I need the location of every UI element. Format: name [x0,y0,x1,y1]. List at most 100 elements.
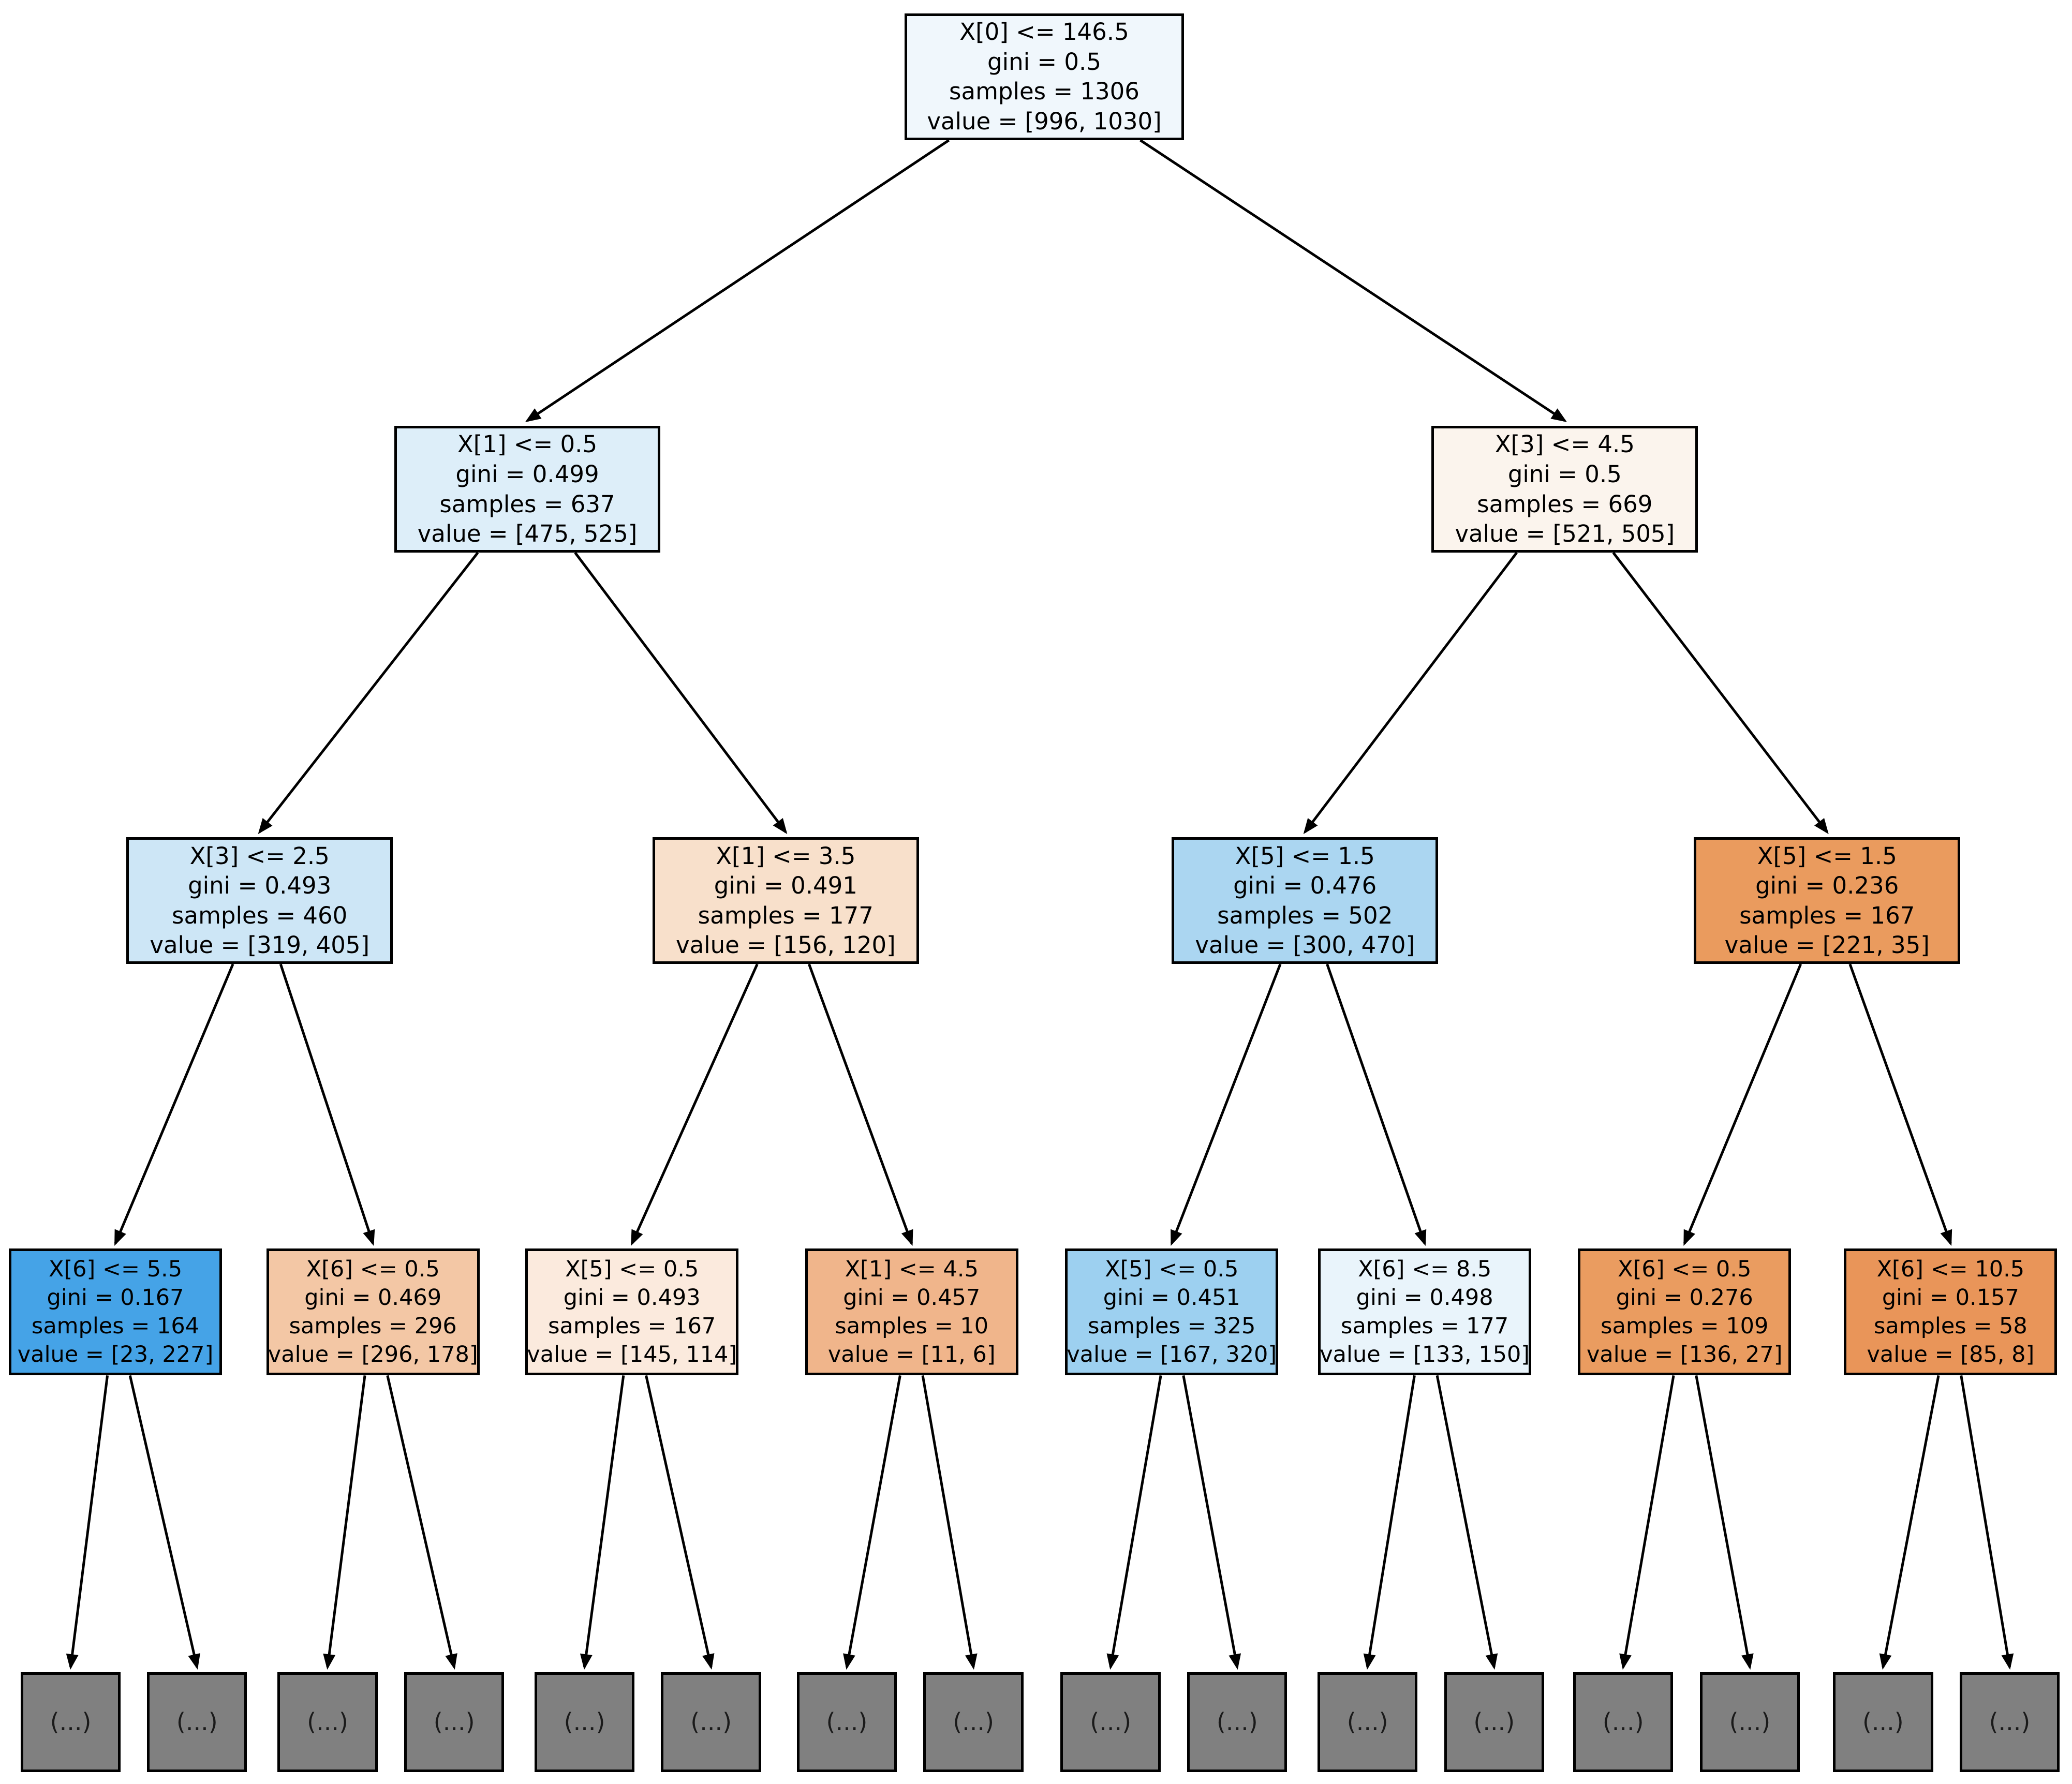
split-condition: X[5] <= 1.5 [1235,842,1375,870]
tree-edge-arrow [630,963,759,1246]
tree-edge-arrow [525,139,950,422]
class-values: value = [133, 150] [1320,1341,1530,1367]
leaf-ellipsis-label: (...) [1090,1708,1132,1736]
tree-edge-arrow [1182,1375,1241,1670]
tree-edge-arrow [1619,1375,1675,1670]
split-condition: X[6] <= 0.5 [1618,1256,1752,1282]
tree-edge-arrow [258,552,479,835]
gini-value: gini = 0.276 [1616,1284,1753,1311]
tree-edge-arrow [1960,1375,2014,1670]
gini-value: gini = 0.476 [1233,872,1377,900]
leaf-placeholder-10: (...) [1317,1672,1418,1773]
split-condition: X[3] <= 2.5 [189,842,330,870]
gini-value: gini = 0.451 [1103,1284,1240,1311]
gini-value: gini = 0.5 [987,48,1101,76]
leaf-ellipsis-label: (...) [690,1708,732,1736]
class-values: value = [319, 405] [150,931,370,959]
tree-edge-arrow [1879,1375,1940,1670]
split-condition: X[3] <= 4.5 [1494,430,1635,458]
samples-count: samples = 167 [1739,901,1915,929]
tree-edge-arrow [66,1375,109,1670]
samples-count: samples = 325 [1088,1313,1256,1339]
split-condition: X[5] <= 0.5 [565,1256,699,1282]
samples-count: samples = 177 [698,901,874,929]
tree-edge-arrow [580,1375,625,1670]
leaf-ellipsis-label: (...) [1473,1708,1515,1736]
class-values: value = [156, 120] [675,931,896,959]
tree-edge-arrow [1106,1375,1162,1670]
gini-value: gini = 0.5 [1507,460,1622,488]
tree-edge-arrow [574,552,788,835]
gini-value: gini = 0.491 [714,872,857,900]
class-values: value = [475, 525] [417,520,638,548]
tree-edge-arrow [1303,552,1518,835]
class-values: value = [996, 1030] [927,108,1162,136]
leaf-placeholder-14: (...) [1833,1672,1933,1773]
tree-edge-arrow [808,963,913,1246]
class-values: value = [300, 470] [1195,931,1415,959]
samples-count: samples = 669 [1477,490,1653,518]
leaf-placeholder-3: (...) [404,1672,505,1773]
leaf-placeholder-9: (...) [1187,1672,1287,1773]
leaf-ellipsis-label: (...) [307,1708,348,1736]
tree-edge-arrow [1683,963,1802,1246]
split-condition: X[6] <= 8.5 [1358,1256,1492,1282]
gini-value: gini = 0.493 [188,872,332,900]
tree-edge-arrow [114,963,234,1246]
gini-value: gini = 0.236 [1755,872,1899,900]
leaf-placeholder-2: (...) [277,1672,378,1773]
tree-edge-arrow [1170,963,1282,1246]
tree-edge-arrow [1363,1375,1416,1670]
split-condition: X[6] <= 10.5 [1876,1256,2025,1282]
leaf-ellipsis-label: (...) [1989,1708,2031,1736]
leaf-ellipsis-label: (...) [1862,1708,1904,1736]
tree-edge-arrow [323,1375,366,1670]
leaf-placeholder-11: (...) [1444,1672,1544,1773]
gini-value: gini = 0.498 [1356,1284,1493,1311]
split-condition: X[0] <= 146.5 [959,18,1129,46]
tree-edge-arrow [645,1375,715,1670]
leaf-ellipsis-label: (...) [1216,1708,1258,1736]
leaf-placeholder-13: (...) [1699,1672,1800,1773]
leaf-placeholder-7: (...) [923,1672,1024,1773]
leaf-placeholder-0: (...) [20,1672,121,1773]
leaf-placeholder-4: (...) [534,1672,635,1773]
split-condition: X[1] <= 0.5 [457,430,598,458]
samples-count: samples = 58 [1873,1313,2027,1339]
tree-edge-arrow [1435,1375,1498,1670]
samples-count: samples = 109 [1601,1313,1769,1339]
samples-count: samples = 502 [1217,901,1393,929]
tree-edge-arrow [1612,552,1829,835]
split-condition: X[5] <= 0.5 [1105,1256,1239,1282]
class-values: value = [521, 505] [1455,520,1675,548]
tree-edge-arrow [1326,963,1427,1246]
leaf-ellipsis-label: (...) [564,1708,605,1736]
samples-count: samples = 637 [439,490,615,518]
split-condition: X[1] <= 4.5 [845,1256,979,1282]
samples-count: samples = 1306 [949,78,1139,106]
tree-edge-arrow [1848,963,1952,1246]
class-values: value = [167, 320] [1067,1341,1277,1367]
tree-edge-arrow [1695,1375,1754,1670]
leaf-ellipsis-label: (...) [50,1708,92,1736]
leaf-placeholder-12: (...) [1573,1672,1674,1773]
tree-edge-arrow [921,1375,978,1670]
leaf-placeholder-1: (...) [147,1672,247,1773]
tree-edge-arrow [279,963,375,1246]
leaf-placeholder-8: (...) [1060,1672,1161,1773]
